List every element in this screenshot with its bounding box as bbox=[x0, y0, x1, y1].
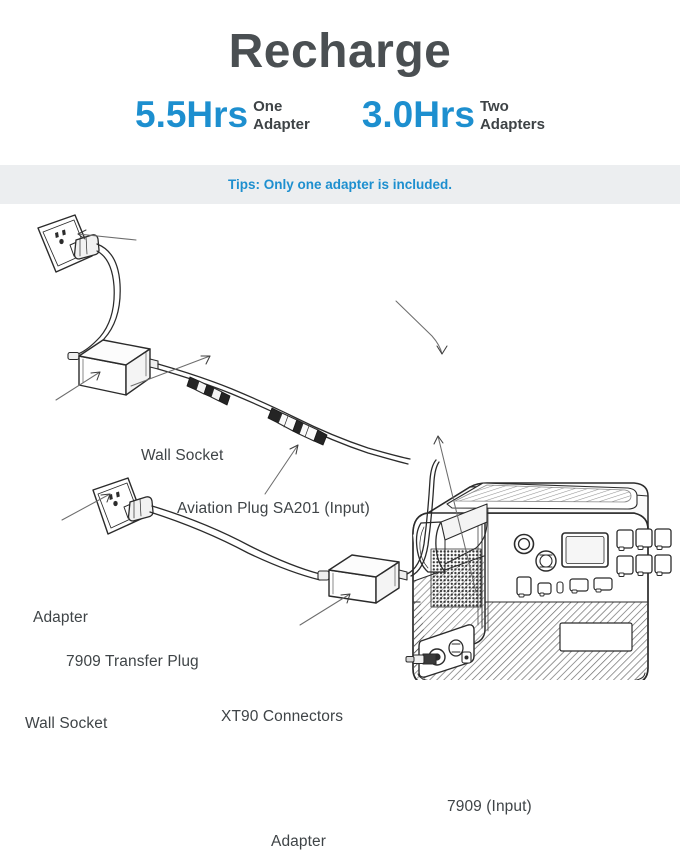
usb-port-row[interactable] bbox=[516, 576, 613, 598]
stat-one-adapter-label-line1: One bbox=[253, 98, 283, 115]
aviation-input-socket bbox=[448, 639, 464, 657]
tips-text: Tips: Only one adapter is included. bbox=[227, 177, 453, 192]
brand-plate bbox=[559, 622, 633, 652]
label-adapter-top: Adapter bbox=[33, 609, 88, 626]
header: Recharge 5.5Hrs One Adapter 3.0Hrs Two A… bbox=[0, 0, 680, 165]
stat-one-adapter-label-line2: Adapter bbox=[253, 116, 310, 134]
label-transfer-plug: 7909 Transfer Plug bbox=[66, 653, 199, 670]
stat-two-adapters-label-line1: Two bbox=[479, 98, 509, 115]
stat-one-adapter-label: One Adapter bbox=[253, 96, 310, 135]
adapter-bottom-illustration bbox=[328, 554, 408, 604]
stat-one-adapter: 5.5Hrs One Adapter bbox=[135, 94, 310, 135]
stats-row: 5.5Hrs One Adapter 3.0Hrs Two Adapters bbox=[0, 94, 680, 135]
stat-one-adapter-value: 5.5Hrs bbox=[135, 94, 249, 135]
lcd-display bbox=[561, 532, 609, 568]
stat-two-adapters-label: Two Adapters bbox=[480, 96, 545, 135]
power-button-icon[interactable] bbox=[513, 533, 535, 555]
stat-two-adapters-label-line2: Adapters bbox=[479, 116, 545, 134]
label-wall-socket-top: Wall Socket bbox=[141, 447, 224, 464]
page-title: Recharge bbox=[228, 25, 452, 78]
portable-power-station bbox=[405, 482, 672, 680]
label-adapter-bottom: Adapter bbox=[271, 833, 326, 850]
diagram-illustration bbox=[37, 214, 672, 680]
xt90-connectors-illustration bbox=[267, 407, 328, 446]
cable-top-socket-to-adapter bbox=[67, 243, 121, 361]
wall-socket-bottom-illustration bbox=[92, 477, 154, 535]
transfer-plug-7909 bbox=[186, 376, 231, 406]
aviation-plug-connector bbox=[405, 653, 437, 665]
ac-outlet-row-bottom[interactable] bbox=[616, 554, 672, 577]
car-socket-port-icon[interactable] bbox=[535, 550, 557, 572]
tips-banner: Tips: Only one adapter is included. bbox=[0, 165, 680, 204]
label-xt90-connectors: XT90 Connectors bbox=[221, 708, 344, 725]
label-wall-socket-bottom: Wall Socket bbox=[25, 715, 108, 732]
label-aviation-plug: Aviation Plug SA201 (Input) bbox=[177, 500, 370, 517]
stat-two-adapters: 3.0Hrs Two Adapters bbox=[361, 94, 545, 135]
wall-socket-top-illustration bbox=[37, 214, 100, 273]
cable-bottom-socket-to-adapter bbox=[149, 505, 330, 581]
label-input-7909: 7909 (Input) bbox=[447, 798, 532, 815]
leader-lines bbox=[55, 229, 477, 626]
wiring-diagram: Wall Socket Aviation Plug SA201 (Input) … bbox=[0, 204, 680, 850]
stat-two-adapters-value: 3.0Hrs bbox=[361, 94, 475, 135]
adapter-top-illustration bbox=[78, 339, 159, 396]
ac-outlet-row-top[interactable] bbox=[616, 528, 672, 551]
cable-bottom-adapter-to-unit bbox=[406, 459, 440, 577]
